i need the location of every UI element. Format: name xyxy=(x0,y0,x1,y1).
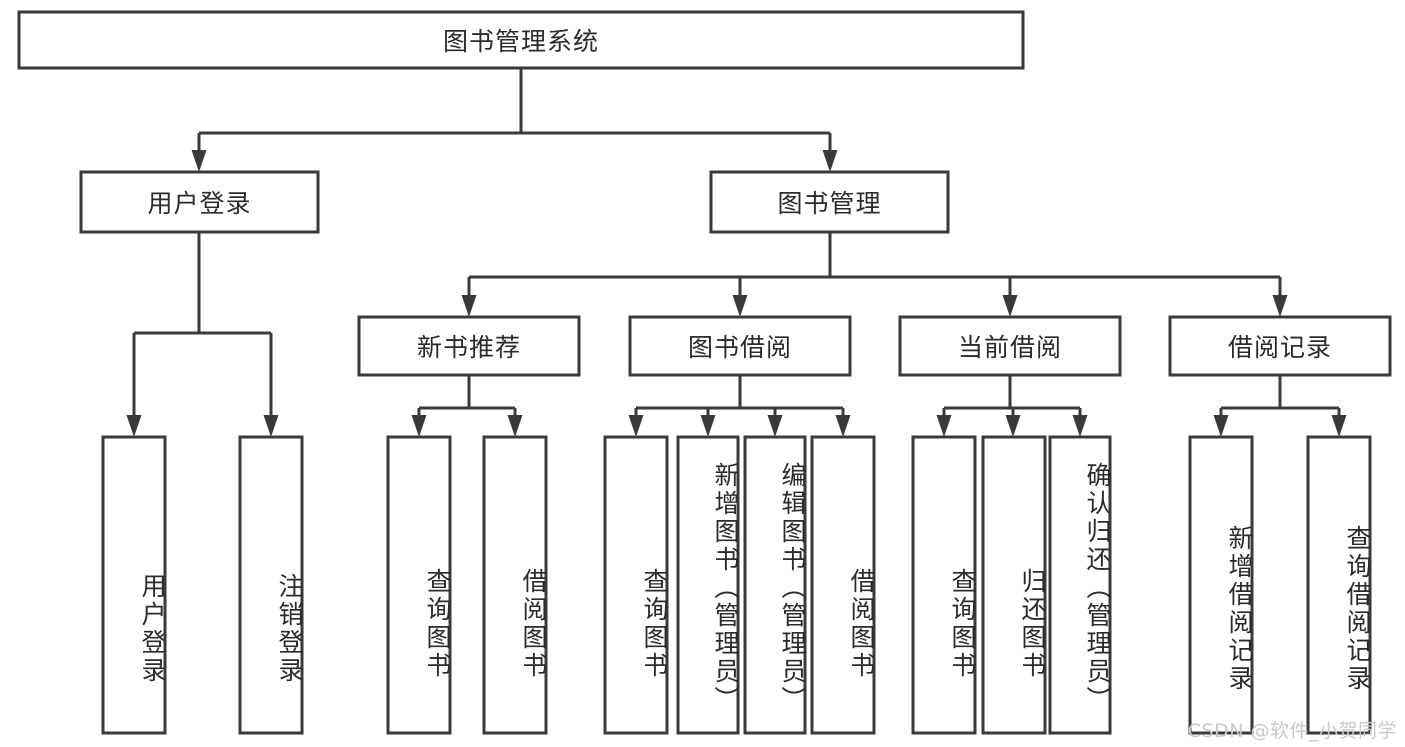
root-node-root xyxy=(17,10,1025,70)
level2-node-user-login xyxy=(79,170,320,234)
leaf-node-leaf-add-book xyxy=(676,435,740,735)
edges-layer xyxy=(126,68,1347,437)
arrow-head-14 xyxy=(936,415,952,437)
arrow-head-2 xyxy=(461,295,477,317)
arrow-head-8 xyxy=(411,415,427,437)
leaf-node-leaf-query-book-rec xyxy=(386,435,452,735)
leaf-node-leaf-query-record xyxy=(1306,435,1372,735)
leaf-node-leaf-query-book-borrow xyxy=(603,435,669,735)
leaf-node-leaf-query-book-cur xyxy=(911,435,977,735)
arrow-head-5 xyxy=(1272,295,1288,317)
level2-node-book-manage xyxy=(709,170,950,234)
arrow-head-4 xyxy=(1002,295,1018,317)
arrow-head-15 xyxy=(1005,415,1021,437)
arrow-head-1 xyxy=(822,150,838,172)
arrow-head-17 xyxy=(1213,415,1229,437)
leaf-node-leaf-return-book xyxy=(981,435,1047,735)
arrow-head-10 xyxy=(628,415,644,437)
arrow-head-12 xyxy=(767,415,783,437)
leaf-node-leaf-borrow-book xyxy=(810,435,876,735)
arrow-head-18 xyxy=(1331,415,1347,437)
arrow-head-3 xyxy=(732,295,748,317)
leaf-node-leaf-user-logout xyxy=(238,435,304,735)
leaf-node-leaf-user-login xyxy=(101,435,167,735)
arrow-head-16 xyxy=(1072,415,1088,437)
arrow-head-6 xyxy=(126,415,142,437)
arrow-head-11 xyxy=(700,415,716,437)
arrow-head-9 xyxy=(507,415,523,437)
leaf-node-leaf-add-record xyxy=(1188,435,1254,735)
arrow-head-7 xyxy=(263,415,279,437)
arrow-head-0 xyxy=(191,150,207,172)
level3-node-new-book-rec xyxy=(357,315,581,377)
leaf-node-leaf-borrow-book-rec xyxy=(482,435,548,735)
nodes-layer xyxy=(17,10,1392,735)
leaf-node-leaf-edit-book xyxy=(743,435,807,735)
level3-node-book-borrow xyxy=(628,315,852,377)
level3-node-current-borrow xyxy=(898,315,1122,377)
level3-node-borrow-record xyxy=(1168,315,1392,377)
leaf-node-leaf-confirm-return xyxy=(1048,435,1112,735)
arrow-head-13 xyxy=(835,415,851,437)
